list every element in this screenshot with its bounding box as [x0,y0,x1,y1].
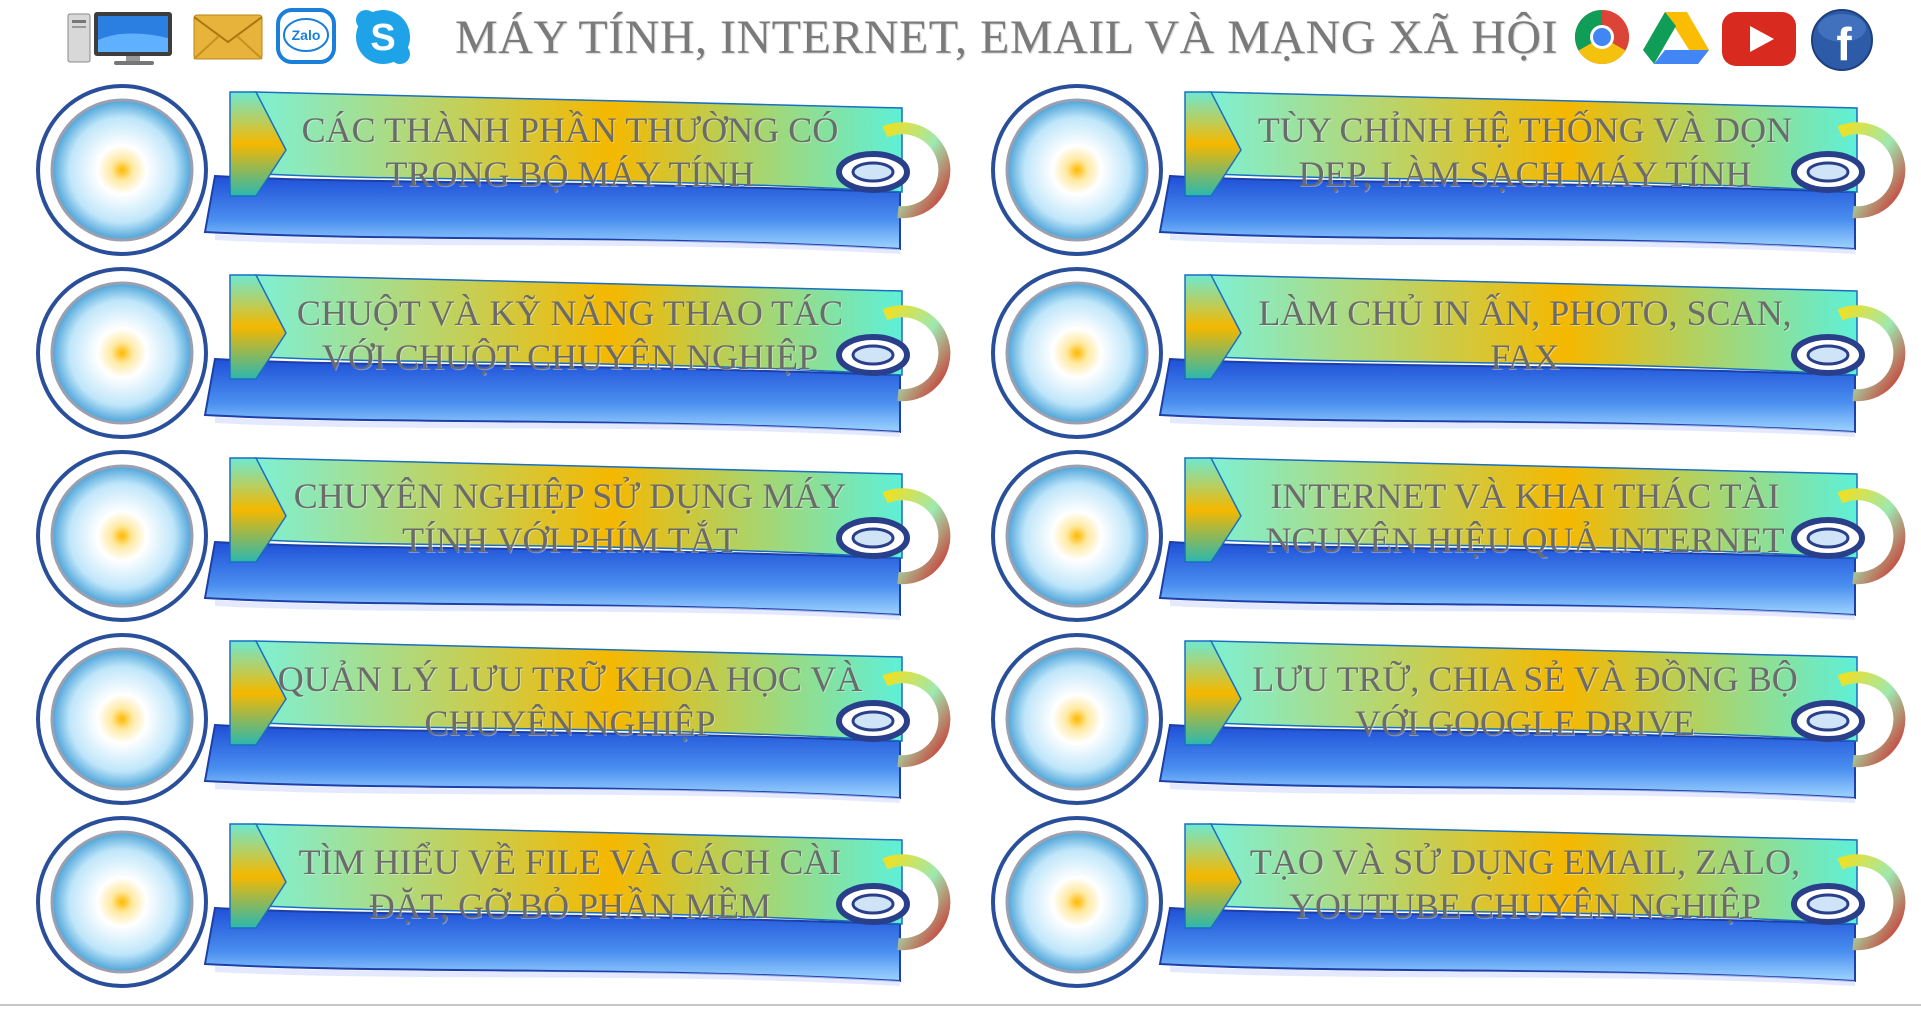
menu-item-right-5[interactable]: TẠO VÀ SỬ DỤNG EMAIL, ZALO, YOUTUBE CHUY… [985,816,1906,991]
menu-item-label: CHUỘT VÀ KỸ NĂNG THAO TÁC VỚI CHUỘT CHUY… [296,292,844,377]
menu-item-right-1[interactable]: TÙY CHỈNH HỆ THỐNG VÀ DỌN DẸP, LÀM SẠCH … [985,84,1906,259]
banner-graphic [36,816,951,988]
menu-item-label: TÙY CHỈNH HỆ THỐNG VÀ DỌN DẸP, LÀM SẠCH … [1257,109,1793,194]
google-drive-icon[interactable] [1641,10,1711,66]
svg-text:S: S [370,17,395,59]
menu-item-left-3[interactable]: CHUYÊN NGHIỆP SỬ DỤNG MÁY TÍNH VỚI PHÍM … [30,450,951,625]
mail-icon[interactable] [193,14,263,60]
page-title: MÁY TÍNH, INTERNET, EMAIL VÀ MẠNG XÃ HỘI [455,11,1558,64]
menu-item-label: CÁC THÀNH PHẦN THƯỜNG CÓ TRONG BỘ MÁY TÍ… [301,109,839,194]
chrome-icon[interactable] [1573,8,1631,66]
banner-graphic [991,450,1906,622]
menu-item-right-3[interactable]: INTERNET VÀ KHAI THÁC TÀI NGUYÊN HIỆU QU… [985,450,1906,625]
menu-item-right-2[interactable]: LÀM CHỦ IN ẤN, PHOTO, SCAN, FAX [985,267,1906,442]
skype-icon[interactable]: S [352,6,414,68]
menu-item-left-2[interactable]: CHUỘT VÀ KỸ NĂNG THAO TÁC VỚI CHUỘT CHUY… [30,267,951,442]
menu-item-left-4[interactable]: QUẢN LÝ LƯU TRỮ KHOA HỌC VÀ CHUYÊN NGHIỆ… [30,633,951,808]
banner-graphic [991,267,1906,439]
menu-item-left-5[interactable]: TÌM HIỂU VỀ FILE VÀ CÁCH CÀI ĐẶT, GỠ BỎ … [30,816,951,991]
menu-item-label: INTERNET VÀ KHAI THÁC TÀI NGUYÊN HIỆU QU… [1265,475,1785,560]
header-bar: Zalo S MÁY TÍNH, INTERNET, EMAIL VÀ MẠNG… [0,0,1921,80]
menu-item-label: TẠO VÀ SỬ DỤNG EMAIL, ZALO, YOUTUBE CHUY… [1249,841,1801,926]
banner-graphic [36,450,951,622]
svg-text:f: f [1836,18,1852,70]
zalo-icon[interactable]: Zalo [276,8,336,64]
banner-graphic [36,84,951,256]
menu-item-label: CHUYÊN NGHIỆP SỬ DỤNG MÁY TÍNH VỚI PHÍM … [293,475,847,560]
bottom-divider [0,1004,1921,1006]
banner-graphic [991,84,1906,256]
banner-graphic [36,633,951,805]
banner-graphic [991,816,1906,988]
facebook-icon[interactable]: f [1806,8,1878,72]
youtube-icon[interactable] [1720,10,1798,68]
banner-graphic [991,633,1906,805]
menu-item-label: LÀM CHỦ IN ẤN, PHOTO, SCAN, FAX [1258,292,1792,377]
zalo-icon-text: Zalo [292,27,321,43]
computer-icon[interactable] [66,10,178,66]
menu-item-label: TÌM HIỂU VỀ FILE VÀ CÁCH CÀI ĐẶT, GỠ BỎ … [298,841,842,926]
menu-item-right-4[interactable]: LƯU TRỮ, CHIA SẺ VÀ ĐỒNG BỘ VỚI GOOGLE D… [985,633,1906,808]
banner-graphic [36,267,951,439]
menu-item-label: QUẢN LÝ LƯU TRỮ KHOA HỌC VÀ CHUYÊN NGHIỆ… [277,658,863,743]
menu-item-left-1[interactable]: CÁC THÀNH PHẦN THƯỜNG CÓ TRONG BỘ MÁY TÍ… [30,84,951,259]
menu-item-label: LƯU TRỮ, CHIA SẺ VÀ ĐỒNG BỘ VỚI GOOGLE D… [1252,658,1798,743]
